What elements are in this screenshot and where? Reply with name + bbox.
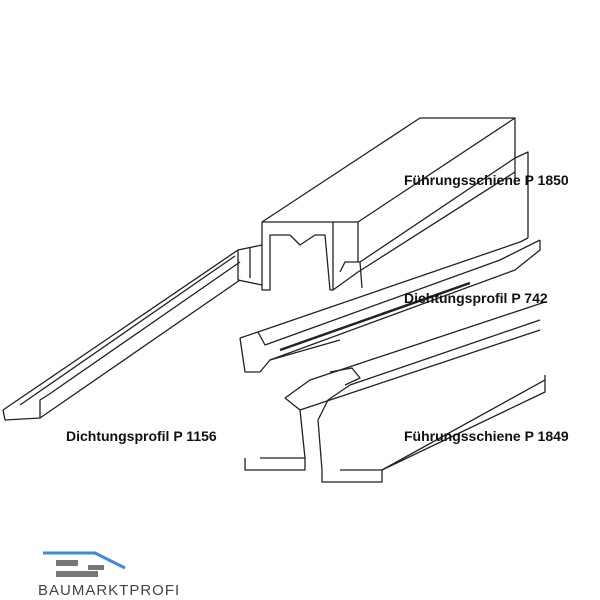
profile-p1850 [237, 117, 516, 291]
logo-mark [43, 551, 126, 577]
label-p1849: Führungsschiene P 1849 [404, 428, 569, 444]
label-p742: Dichtungsprofil P 742 [404, 290, 548, 306]
profile-p742 [239, 151, 541, 373]
profile-p1849 [244, 301, 546, 483]
profile-p1156 [2, 249, 241, 421]
label-p1156: Dichtungsprofil P 1156 [66, 428, 217, 444]
label-p1850: Führungsschiene P 1850 [404, 172, 569, 188]
brand-logo-text: BAUMARKTPROFI [38, 582, 181, 599]
